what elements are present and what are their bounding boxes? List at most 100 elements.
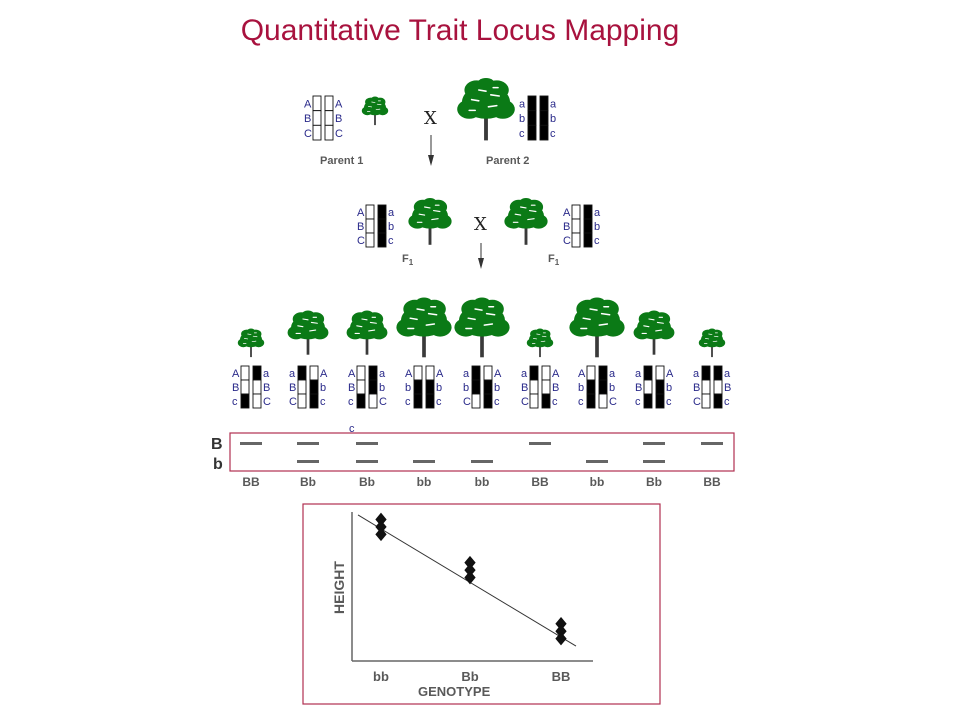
left-chromosome-segment: [571, 232, 581, 248]
f2-tree-2: [287, 309, 329, 356]
allele-label: b: [388, 221, 394, 233]
allele-label: A: [335, 98, 343, 110]
tree-icon: [453, 296, 511, 359]
allele-label: B: [357, 221, 364, 233]
right-chromosome-segment: [377, 232, 387, 248]
left-chromosome-segment: [586, 365, 596, 381]
left-chromosome-segment: [312, 110, 322, 126]
allele-label: b: [578, 382, 584, 394]
allele-label: c: [519, 128, 525, 140]
allele-label: A: [348, 368, 356, 380]
x-axis-label: GENOTYPE: [418, 684, 491, 699]
allele-label: B: [521, 382, 528, 394]
band-b: [586, 460, 608, 463]
allele-label: a: [519, 98, 526, 110]
left-chromosome-segment: [312, 124, 322, 141]
allele-label: c: [594, 235, 600, 247]
allele-label: B: [563, 221, 570, 233]
f2-tree-6: [526, 328, 554, 358]
gel-box: [229, 432, 735, 472]
allele-label: c: [348, 396, 354, 408]
right-chromosome-segment: [713, 379, 723, 395]
left-chromosome-segment: [471, 379, 481, 395]
f2-tree-8: [633, 309, 675, 356]
allele-label: a: [609, 368, 616, 380]
data-point-bb: [375, 527, 387, 542]
f2-generation: ABcaBCaBCAbcABcabCAbcAbcabCAbcaBCABcAbca…: [232, 296, 731, 435]
allele-label: B: [335, 113, 342, 125]
stray-allele-label: c: [349, 423, 355, 435]
right-chromosome-segment: [539, 110, 549, 126]
left-chromosome-segment: [356, 365, 366, 381]
allele-label: A: [563, 207, 571, 219]
tree-icon: [361, 96, 389, 126]
genotype-label: BB: [531, 475, 549, 489]
genotype-label: bb: [475, 475, 490, 489]
allele-label: b: [594, 221, 600, 233]
left-chromosome-segment: [356, 393, 366, 409]
right-chromosome-segment: [598, 393, 608, 409]
allele-label: A: [232, 368, 240, 380]
allele-label: C: [335, 128, 343, 140]
data-point-Bb: [464, 570, 476, 585]
allele-label: b: [609, 382, 615, 394]
left-chromosome-segment: [701, 379, 711, 395]
y-axis-label: HEIGHT: [331, 561, 347, 614]
parent2-tree: [456, 77, 516, 142]
left-chromosome-segment: [471, 365, 481, 381]
f2-tree-3: [346, 309, 388, 356]
page-title: Quantitative Trait Locus Mapping: [240, 14, 680, 47]
allele-label: B: [263, 382, 270, 394]
data-point-BB: [555, 631, 567, 646]
f2-tree-5: [453, 296, 511, 359]
right-chromosome-segment: [583, 204, 593, 220]
allele-label: b: [666, 382, 672, 394]
f1-label: F1: [402, 253, 414, 267]
allele-label: a: [289, 368, 296, 380]
allele-label: c: [388, 235, 394, 247]
allele-label: b: [320, 382, 326, 394]
allele-label: a: [463, 368, 470, 380]
allele-label: c: [436, 396, 442, 408]
left-chromosome-segment: [586, 393, 596, 409]
allele-label: c: [635, 396, 641, 408]
left-chromosome-segment: [527, 124, 537, 141]
tree-icon: [237, 328, 265, 358]
right-chromosome-segment: [309, 379, 319, 395]
cross-symbol-1: X: [424, 108, 437, 129]
left-chromosome-segment: [297, 379, 307, 395]
allele-label: a: [263, 368, 270, 380]
right-chromosome-segment: [583, 232, 593, 248]
f1-tree: [503, 197, 549, 246]
left-chromosome-segment: [701, 365, 711, 381]
allele-label: c: [405, 396, 411, 408]
allele-label: a: [635, 368, 642, 380]
genotype-label: Bb: [300, 475, 316, 489]
tree-icon: [346, 309, 388, 356]
right-chromosome-segment: [541, 379, 551, 395]
left-chromosome-segment: [529, 379, 539, 395]
allele-label: A: [494, 368, 502, 380]
allele-label: C: [304, 128, 312, 140]
allele-label: a: [379, 368, 386, 380]
f2-tree-1: [237, 328, 265, 358]
x-tick-bb: bb: [373, 669, 389, 684]
band-B: [643, 442, 665, 445]
right-chromosome-segment: [309, 393, 319, 409]
genotype-label: BB: [703, 475, 721, 489]
left-chromosome-segment: [240, 393, 250, 409]
allele-label: b: [519, 113, 525, 125]
left-chromosome-segment: [365, 204, 375, 220]
right-chromosome-segment: [598, 379, 608, 395]
genotype-label: BB: [242, 475, 260, 489]
right-chromosome-segment: [252, 365, 262, 381]
left-chromosome-segment: [240, 379, 250, 395]
allele-label: C: [521, 396, 529, 408]
allele-label: A: [578, 368, 586, 380]
gel-bands: [240, 442, 723, 463]
